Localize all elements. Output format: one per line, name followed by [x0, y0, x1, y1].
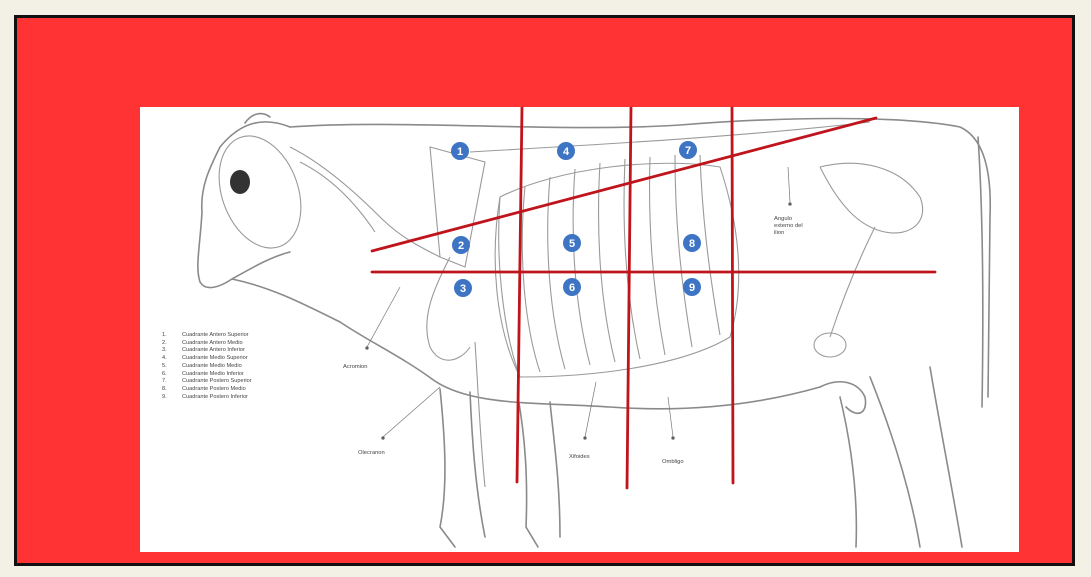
quadrant-legend: 1.Cuadrante Antero Superior 2.Cuadrante … — [162, 332, 252, 401]
legend-item: 7.Cuadrante Postero Superior — [162, 378, 252, 386]
legend-item: 8.Cuadrante Postero Medio — [162, 386, 252, 394]
red-frame: 1 2 3 4 5 6 7 8 9 1.Cuadrante Antero Sup… — [14, 15, 1075, 566]
quadrant-marker-7: 7 — [679, 141, 697, 159]
xiphoid-label: Xifoides — [569, 454, 590, 461]
quadrant-marker-2: 2 — [452, 236, 470, 254]
svg-text:7: 7 — [685, 145, 691, 157]
quadrant-marker-9: 9 — [683, 278, 701, 296]
quadrant-grid-lines — [372, 107, 935, 488]
svg-text:6: 6 — [569, 282, 575, 294]
svg-text:4: 4 — [563, 146, 570, 158]
cow-outline — [198, 114, 990, 547]
vertical-grid-line-2 — [627, 107, 631, 488]
quadrant-marker-4: 4 — [557, 142, 575, 160]
legend-item: 4.Cuadrante Medio Superior — [162, 355, 252, 363]
quadrant-marker-8: 8 — [683, 234, 701, 252]
vertical-grid-line-3 — [732, 107, 733, 483]
svg-text:3: 3 — [460, 283, 466, 295]
legend-item: 3.Cuadrante Antero Inferior — [162, 347, 252, 355]
quadrant-marker-3: 3 — [454, 279, 472, 297]
cow-skeleton-diagram: 1 2 3 4 5 6 7 8 9 — [140, 107, 1019, 552]
acromion-label: Acromion — [343, 364, 367, 371]
legend-item: 6.Cuadrante Medio Inferior — [162, 371, 252, 379]
skeleton-sketch — [204, 122, 922, 487]
ilium-angle-label: Angulo externo del ilion — [774, 216, 803, 237]
olecranon-label: Olecranon — [358, 450, 385, 457]
legend-item: 9.Cuadrante Postero Inferior — [162, 394, 252, 402]
quadrant-marker-1: 1 — [451, 142, 469, 160]
svg-text:8: 8 — [689, 238, 695, 250]
legend-item: 5.Cuadrante Medio Medio — [162, 363, 252, 371]
quadrant-marker-5: 5 — [563, 234, 581, 252]
svg-text:5: 5 — [569, 238, 575, 250]
svg-text:2: 2 — [458, 240, 464, 252]
quadrant-marker-6: 6 — [563, 278, 581, 296]
svg-text:1: 1 — [457, 146, 463, 158]
navel-label: Ombligo — [662, 459, 684, 466]
legend-item: 1.Cuadrante Antero Superior — [162, 332, 252, 340]
legend-item: 2.Cuadrante Antero Medio — [162, 340, 252, 348]
vertical-grid-line-1 — [517, 107, 522, 482]
diagram-panel: 1 2 3 4 5 6 7 8 9 1.Cuadrante Antero Sup… — [140, 107, 1019, 552]
svg-text:9: 9 — [689, 282, 695, 294]
